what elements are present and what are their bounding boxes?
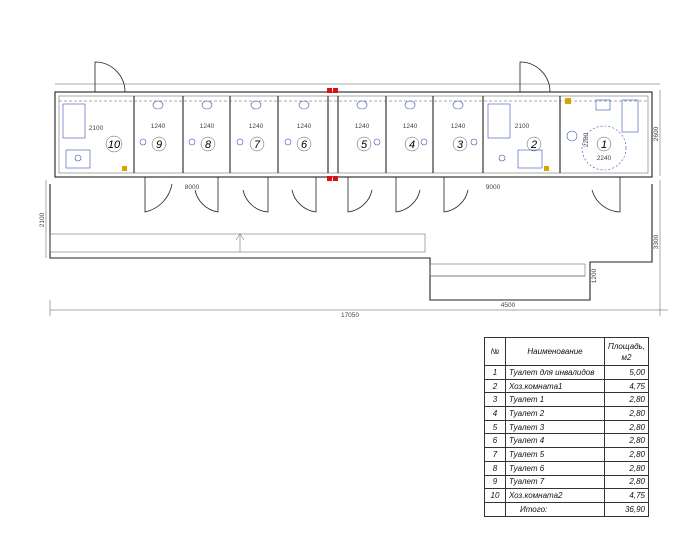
header-area: Площадь, м2 xyxy=(604,337,649,366)
dimension-labels: 2100 1240 1240 1240 1240 1240 1240 1240 … xyxy=(39,123,660,319)
dim-room10-width: 2100 xyxy=(89,125,104,132)
room-number-9: 9 xyxy=(156,139,162,151)
row-num: 1 xyxy=(484,365,506,380)
room-number-3: 3 xyxy=(457,139,464,151)
room-number-6: 6 xyxy=(301,139,308,151)
row-area: 2,80 xyxy=(604,433,649,449)
total-area: 36,90 xyxy=(604,501,649,517)
dim-left-depth: 2100 xyxy=(39,212,46,227)
dim-room-depth: 2600 xyxy=(653,126,660,141)
row-area: 2,80 xyxy=(604,460,649,476)
row-name: Хоз.комната1 xyxy=(504,378,606,394)
fixtures xyxy=(62,98,639,171)
row-name: Туалет 2 xyxy=(504,406,606,421)
row-num: 5 xyxy=(484,419,506,435)
header-name: Наименование xyxy=(504,337,606,366)
total-label: Итого: xyxy=(504,501,606,517)
dim-room1-width: 2240 xyxy=(597,155,612,162)
row-name: Туалет 3 xyxy=(504,419,606,435)
dim-corridor-left: 8000 xyxy=(185,184,200,191)
room-number-5: 5 xyxy=(361,139,368,151)
dim-room2-width: 2100 xyxy=(515,123,530,130)
row-name: Хоз.комната2 xyxy=(504,488,606,503)
row-name: Туалет для инвалидов xyxy=(504,365,606,380)
dim-toilet-6: 1240 xyxy=(297,123,312,130)
dim-toilet-4: 1240 xyxy=(403,123,418,130)
row-num: 6 xyxy=(484,433,506,449)
table-header-row: № Наименование Площадь, м2 xyxy=(484,337,649,366)
floor-plan: 2100 1240 1240 1240 1240 1240 1240 1240 … xyxy=(39,61,668,319)
room-number-2: 2 xyxy=(530,139,537,151)
row-area: 2,80 xyxy=(604,392,649,408)
row-area: 2,80 xyxy=(604,447,649,462)
doors xyxy=(94,61,621,213)
row-area: 4,75 xyxy=(604,378,649,394)
row-num: 7 xyxy=(484,447,506,462)
row-num: 8 xyxy=(484,460,506,476)
room-numbers: 1 2 3 4 5 6 7 8 9 10 xyxy=(105,135,612,153)
room-number-10: 10 xyxy=(108,139,121,151)
dim-toilet-9: 1240 xyxy=(151,123,166,130)
dim-ramp-height: 1200 xyxy=(591,268,598,283)
room-number-1: 1 xyxy=(601,139,607,151)
room-number-7: 7 xyxy=(254,139,261,151)
dim-toilet-7: 1240 xyxy=(249,123,264,130)
building-walls xyxy=(54,91,653,178)
row-num: 10 xyxy=(484,488,506,503)
row-name: Туалет 6 xyxy=(504,460,606,476)
row-area: 2,80 xyxy=(604,474,649,490)
row-num: 4 xyxy=(484,406,506,421)
deck-walkway xyxy=(49,184,653,301)
red-markers xyxy=(327,88,338,181)
row-area: 4,75 xyxy=(604,488,649,503)
row-num: 9 xyxy=(484,474,506,490)
dim-room1-height: 2280 xyxy=(583,132,590,147)
dimension-lines xyxy=(45,83,668,316)
row-name: Туалет 5 xyxy=(504,447,606,462)
table-total-row: Итого: 36,90 xyxy=(484,501,649,517)
dim-corridor-right: 9000 xyxy=(486,184,501,191)
row-area: 2,80 xyxy=(604,406,649,421)
row-name: Туалет 1 xyxy=(504,392,606,408)
dim-right-depth: 3300 xyxy=(653,234,660,249)
dim-toilet-8: 1240 xyxy=(200,123,215,130)
row-name: Туалет 7 xyxy=(504,474,606,490)
room-number-4: 4 xyxy=(409,139,415,151)
room-number-8: 8 xyxy=(205,139,212,151)
row-area: 5,00 xyxy=(604,365,649,380)
dim-total-length: 17050 xyxy=(341,312,359,319)
row-area: 2,80 xyxy=(604,419,649,435)
row-num: 2 xyxy=(484,378,506,394)
header-num: № xyxy=(484,337,506,366)
row-num: 3 xyxy=(484,392,506,408)
row-name: Туалет 4 xyxy=(504,433,606,449)
dim-toilet-3: 1240 xyxy=(451,123,466,130)
dim-toilet-5: 1240 xyxy=(355,123,370,130)
dim-ramp-length: 4500 xyxy=(501,302,516,309)
